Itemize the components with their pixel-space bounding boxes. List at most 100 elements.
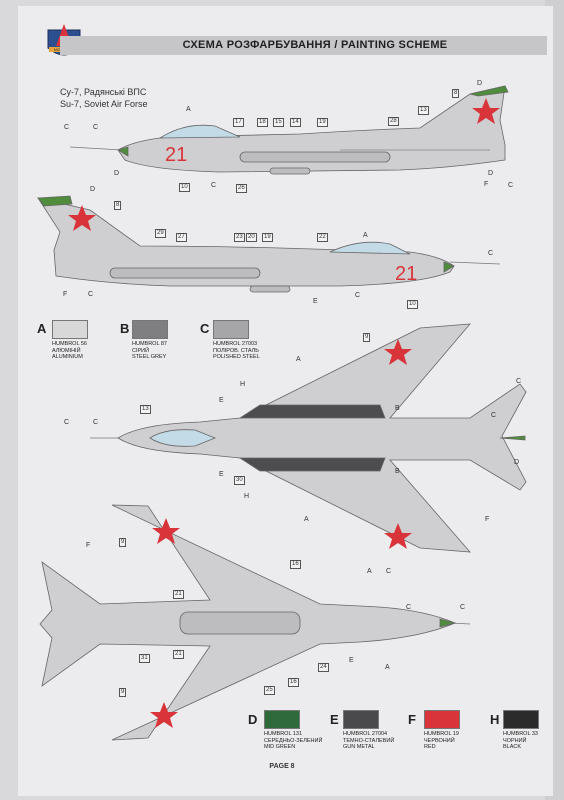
paint-letter: A xyxy=(37,321,47,336)
callout-number: 21 xyxy=(173,650,184,659)
paint-callout: C xyxy=(211,182,217,189)
paint-callout: D xyxy=(514,459,520,466)
paint-callout: H xyxy=(244,493,250,500)
paint-callout: C xyxy=(491,412,497,419)
paint-brand: HUMBROL 87 xyxy=(132,341,167,347)
paint-callout: C xyxy=(64,124,70,131)
callout-number: 19 xyxy=(262,233,273,242)
callout-number: 25 xyxy=(264,686,275,695)
paint-name-en: GUN METAL xyxy=(343,744,375,750)
paint-name-ua: СІРИЙ xyxy=(132,347,150,354)
paint-name-ua: СЕРЕДНЬО-ЗЕЛЕНИЙ xyxy=(264,737,323,744)
paint-name-en: RED xyxy=(424,744,436,750)
paint-callout: A xyxy=(296,356,301,363)
callout-number: 9 xyxy=(119,538,127,547)
paint-callout: A xyxy=(367,568,372,575)
paint-callout: A xyxy=(363,232,368,239)
paint-callout: C xyxy=(516,378,522,385)
paint-callout: D xyxy=(114,170,120,177)
side-code-left: 21 xyxy=(165,144,187,166)
callout-number: 13 xyxy=(140,405,151,414)
callout-number: 22 xyxy=(317,233,328,242)
swatch-color xyxy=(52,320,88,339)
callout-number: 18 xyxy=(257,118,268,127)
paint-callout: C xyxy=(386,568,392,575)
side-profile-right: 21 xyxy=(37,195,501,293)
paint-callout: A xyxy=(186,106,191,113)
callout-number: 10 xyxy=(179,183,190,192)
page-title: СХЕМА РОЗФАРБУВАННЯ / PAINTING SCHEME xyxy=(182,39,448,51)
paint-brand: HUMBROL 131 xyxy=(264,731,303,737)
paint-swatch-D: HUMBROL 131 СЕРЕДНЬО-ЗЕЛЕНИЙ MID GREEN xyxy=(264,710,322,751)
paint-swatch-C: HUMBROL 27003 ПОЛІРОВ. СТАЛЬ POLISHED ST… xyxy=(213,320,260,361)
paint-name-ua: ТЕМНО-СТАЛЕВИЙ xyxy=(343,737,395,744)
paint-callout: D xyxy=(488,170,494,177)
paint-swatch-B: HUMBROL 87 СІРИЙ STEEL GREY xyxy=(132,320,168,361)
paint-callout: C xyxy=(508,182,514,189)
page-number: PAGE 8 xyxy=(269,763,295,770)
caption-ua: Су-7, Радянські ВПС xyxy=(60,87,147,97)
callout-number: 15 xyxy=(273,118,284,127)
swatch-color xyxy=(264,710,300,729)
paint-callout: B xyxy=(395,468,400,475)
paint-callout: D xyxy=(477,80,483,87)
callout-number: 23 xyxy=(234,233,245,242)
paint-name-en: POLISHED STEEL xyxy=(213,354,260,360)
paint-swatch-F: HUMBROL 19 ЧЕРВОНИЙ RED xyxy=(424,710,460,751)
paint-letter: F xyxy=(408,712,416,727)
paint-callout: C xyxy=(460,604,466,611)
paint-callout: F xyxy=(86,542,91,549)
paint-name-ua: ПОЛІРОВ. СТАЛЬ xyxy=(213,347,259,354)
paint-name-ua: АЛЮМІНІЙ xyxy=(52,347,81,354)
callout-number: 16 xyxy=(288,678,299,687)
paint-callout: C xyxy=(88,291,94,298)
callout-number: 13 xyxy=(418,106,429,115)
paint-brand: HUMBROL 56 xyxy=(52,341,87,347)
callout-number: 9 xyxy=(363,333,371,342)
callout-number: 8 xyxy=(452,89,460,98)
paint-name-en: STEEL GREY xyxy=(132,354,167,360)
paint-callout: E xyxy=(219,397,224,404)
callout-number: 21 xyxy=(173,590,184,599)
top-view xyxy=(90,323,527,553)
caption-en: Su-7, Soviet Air Forse xyxy=(60,99,148,109)
callout-number: 24 xyxy=(318,663,329,672)
paint-swatch-H: HUMBROL 33 ЧОРНИЙ BLACK xyxy=(503,710,539,751)
callout-number: 20 xyxy=(246,233,257,242)
header-bar xyxy=(60,36,547,55)
swatch-color xyxy=(132,320,168,339)
paint-callout: C xyxy=(406,604,412,611)
paint-brand: HUMBROL 33 xyxy=(503,731,538,737)
bottom-view xyxy=(39,504,471,741)
callout-number: 17 xyxy=(233,118,244,127)
swatch-color xyxy=(424,710,460,729)
paint-swatch-E: HUMBROL 27004 ТЕМНО-СТАЛЕВИЙ GUN METAL xyxy=(343,710,394,751)
paint-name-en: BLACK xyxy=(503,744,522,750)
callout-number: 19 xyxy=(317,118,328,127)
swatch-color xyxy=(343,710,379,729)
paint-callout: F xyxy=(484,181,489,188)
paint-callout: E xyxy=(313,298,318,305)
callout-number: 29 xyxy=(155,229,166,238)
paint-letter: D xyxy=(248,712,258,727)
callout-number: 30 xyxy=(234,476,245,485)
paint-name-ua: ЧЕРВОНИЙ xyxy=(424,737,455,744)
paint-brand: HUMBROL 27004 xyxy=(343,731,388,737)
swatch-color xyxy=(503,710,539,729)
callout-number: 8 xyxy=(114,201,122,210)
paint-callout: A xyxy=(304,516,309,523)
callout-number: 16 xyxy=(290,560,301,569)
callout-number: 26 xyxy=(236,184,247,193)
paint-letter: H xyxy=(490,712,500,727)
paint-callout: B xyxy=(395,405,400,412)
callout-number: 27 xyxy=(176,233,187,242)
paint-callout: D xyxy=(90,186,96,193)
paint-callout: C xyxy=(355,292,361,299)
side-profile-left: 21 xyxy=(69,85,509,175)
paint-callout: C xyxy=(64,419,70,426)
callout-number: 31 xyxy=(139,654,150,663)
paint-swatch-A: HUMBROL 56 АЛЮМІНІЙ ALUMINIUM xyxy=(52,320,88,361)
paint-callout: C xyxy=(488,250,494,257)
paint-callout: F xyxy=(63,291,68,298)
